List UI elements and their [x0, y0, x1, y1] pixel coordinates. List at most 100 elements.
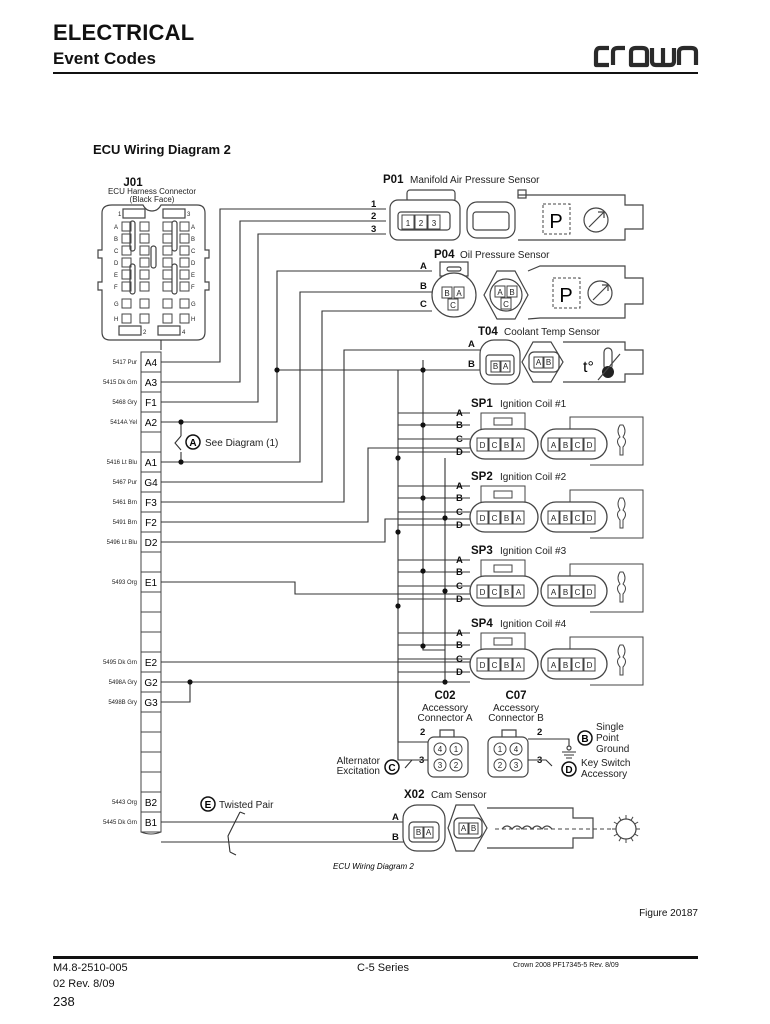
p04-cavity-c: C [450, 301, 456, 310]
gauge-icon [583, 207, 609, 233]
diagram-title: ECU Wiring Diagram 2 [93, 142, 231, 157]
j01-corner-2: 2 [143, 330, 147, 336]
spark-plug-icon [617, 644, 626, 676]
coil-pin-label: A [456, 555, 463, 566]
junction-dot [178, 459, 184, 465]
junction-dot [420, 568, 426, 574]
j01-row-right-H: H [191, 317, 195, 323]
x02-name: Cam Sensor [431, 790, 487, 801]
coil-cavity-C: C [492, 661, 498, 670]
callout-b-line2: Point [596, 733, 619, 744]
coil-mate-cavity-B: B [563, 588, 568, 597]
pin-label: A2 [145, 418, 158, 429]
coil-name: Ignition Coil #2 [500, 472, 567, 483]
wire-label: 5461 Brn [113, 500, 137, 506]
junction-dot [395, 455, 401, 461]
t04-temp-symbol: t° [583, 359, 594, 376]
wire-f3-t04-a [161, 349, 480, 503]
coil-mate-cavity-B: B [563, 441, 568, 450]
junction-dot [420, 367, 426, 373]
coil-pin-label: D [456, 667, 463, 678]
coil-mate-cavity-D: D [587, 588, 593, 597]
t04-mate-cavity-B: B [546, 358, 551, 367]
j01-row-left-A: A [114, 225, 118, 231]
coil-mate-cavity-C: C [575, 514, 581, 523]
p04-mate-c: C [503, 300, 509, 309]
page-number: 238 [53, 994, 75, 1009]
x02-pin-a-label: A [392, 812, 399, 823]
callout-d-line1: Key Switch [581, 758, 630, 769]
wire-label: 5495 Dk Grn [103, 660, 137, 666]
p04-pin-b-label: B [420, 281, 427, 292]
diagram-caption: ECU Wiring Diagram 2 [333, 862, 414, 871]
coil-id: SP3 [471, 545, 493, 557]
t04-id: T04 [478, 326, 498, 338]
j01-name: ECU Harness Connector [108, 187, 196, 196]
coil-name: Ignition Coil #4 [500, 619, 567, 630]
p01-id: P01 [383, 174, 404, 186]
coil-cavity-D: D [480, 441, 486, 450]
gauge-icon [587, 280, 613, 306]
j01-row-left-H: H [114, 317, 118, 323]
x02-id: X02 [404, 789, 424, 801]
callout-d-line2: Accessory [581, 769, 627, 780]
cavity-2: 2 [454, 761, 459, 770]
coil-pin-label: A [456, 481, 463, 492]
bus-b [422, 360, 445, 651]
wire-f1-p01-3 [161, 233, 386, 403]
callout-c-line2: Excitation [337, 766, 380, 777]
pin-label: B2 [145, 798, 158, 809]
crown-logo [593, 45, 699, 68]
coil-pin-label: C [456, 581, 463, 592]
callout-c-letter: C [388, 763, 395, 774]
coil-winding-icon [501, 825, 553, 830]
callout-e-badge [200, 796, 216, 812]
coil-name: Ignition Coil #1 [500, 399, 567, 410]
j01-row-right-G: G [191, 302, 196, 308]
coil-cavity-B: B [504, 588, 509, 597]
x02-cavity-B: B [416, 828, 421, 837]
junction-dot [420, 422, 426, 428]
j01-row-left-F: F [114, 285, 118, 291]
coil-pin-label: A [456, 408, 463, 419]
pin-label: D2 [145, 538, 158, 549]
j01-row-left-B: B [114, 237, 118, 243]
coil-pin-label: A [456, 628, 463, 639]
junction-dot [187, 679, 193, 685]
callout-d-letter: D [565, 765, 572, 776]
cavity-1: 1 [498, 745, 503, 754]
wire-f2 [161, 447, 470, 523]
j01-row-left-E: E [114, 273, 118, 279]
callout-d-badge [561, 761, 577, 777]
t04-name: Coolant Temp Sensor [504, 327, 601, 338]
wire-g3 [161, 682, 191, 703]
cavity-4: 4 [514, 745, 519, 754]
wire-a1-p04-b [161, 291, 432, 463]
j01-row-right-E: E [191, 273, 195, 279]
c07-lead-3 [528, 759, 553, 767]
c02-name-2: Connector A [417, 713, 472, 724]
wire-label: 5491 Brn [113, 520, 137, 526]
c02-pin-2-label: 2 [420, 727, 425, 738]
p04-name: Oil Pressure Sensor [460, 250, 550, 261]
coil-pin-label: B [456, 420, 463, 431]
pin-label: A4 [145, 358, 158, 369]
callout-e-letter: E [205, 800, 212, 811]
junction-dot [442, 679, 448, 685]
wire-label: 5445 Dk Grn [103, 820, 137, 826]
coil-mate-cavity-A: A [551, 514, 557, 523]
coil-cavity-C: C [492, 441, 498, 450]
coil-mate-cavity-B: B [563, 661, 568, 670]
coil-cavity-A: A [516, 441, 522, 450]
t04-cavity-B: B [493, 362, 498, 371]
cavity-3: 3 [438, 761, 443, 770]
p01-pin-2-label: 2 [371, 211, 376, 222]
p01-pressure-symbol: P [549, 211, 562, 233]
wire-c02-2 [397, 682, 428, 743]
coil-pin-label: C [456, 654, 463, 665]
pin-label: G4 [144, 478, 158, 489]
coil-name: Ignition Coil #3 [500, 546, 567, 557]
